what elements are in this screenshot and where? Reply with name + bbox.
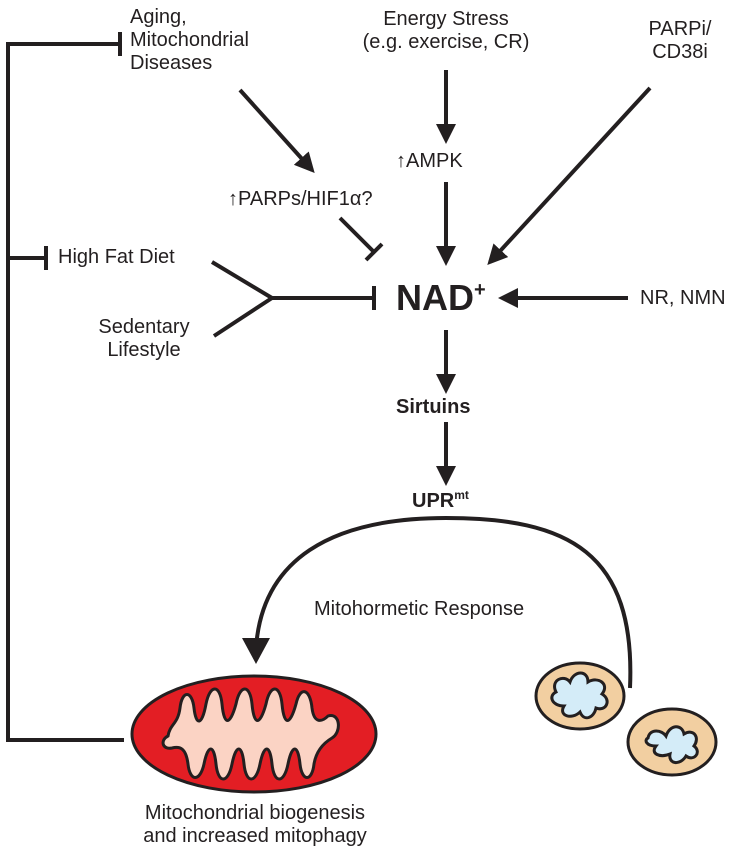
- parps-text: PARPs/HIF1α?: [238, 188, 373, 210]
- nad-label: NAD+: [396, 278, 486, 318]
- lifestyle-fork: [210, 260, 276, 338]
- damaged-mitochondria-icon: [534, 661, 718, 777]
- energy-stress-label: Energy Stress (e.g. exercise, CR): [346, 8, 546, 54]
- parpi-label: PARPi/ CD38i: [640, 18, 720, 64]
- aging-label: Aging, Mitochondrial Diseases: [130, 6, 249, 75]
- sirtuins-label: Sirtuins: [396, 396, 471, 418]
- upr-superscript: mt: [454, 488, 469, 502]
- up-arrow-icon: ↑: [396, 150, 406, 172]
- outcome-label: Mitochondrial biogenesis and increased m…: [100, 802, 410, 848]
- feedback-bracket-line: [6, 42, 124, 742]
- parps-label: ↑PARPs/HIF1α?: [228, 188, 373, 211]
- mitohormetic-response-label: Mitohormetic Response: [314, 598, 525, 620]
- aging-line-1: Aging,: [130, 6, 187, 28]
- mitohormetic-arc: [254, 515, 633, 689]
- nad-superscript: +: [474, 279, 486, 301]
- aging-line-3: Diseases: [130, 52, 213, 74]
- high-fat-diet-label: High Fat Diet: [58, 246, 175, 268]
- outcome-line-2: and increased mitophagy: [143, 825, 367, 847]
- ampk-text: AMPK: [406, 150, 463, 172]
- aging-to-parps-arrow: [238, 88, 315, 173]
- parpi-line-2: CD38i: [652, 41, 708, 63]
- parps-inhibition-bar: [364, 242, 384, 262]
- sedentary-label: Sedentary Lifestyle: [74, 316, 214, 362]
- nr-nmn-label: NR, NMN: [640, 287, 726, 309]
- sedentary-line-1: Sedentary: [98, 316, 190, 338]
- parps-inhibits-nad: [338, 216, 376, 254]
- sedentary-line-2: Lifestyle: [107, 339, 181, 361]
- outcome-line-1: Mitochondrial biogenesis: [144, 802, 366, 824]
- energy-stress-line-1: Energy Stress: [383, 8, 509, 30]
- parpi-line-1: PARPi/: [648, 18, 712, 40]
- ampk-label: ↑AMPK: [396, 150, 463, 173]
- upr-text: UPR: [412, 490, 455, 512]
- aging-line-2: Mitochondrial: [130, 29, 249, 51]
- energy-stress-line-2: (e.g. exercise, CR): [362, 31, 530, 53]
- upr-label: UPRmt: [412, 488, 469, 513]
- mitohormetic-arrowhead: [242, 638, 270, 664]
- healthy-mitochondrion-icon: [130, 674, 378, 794]
- nad-text: NAD: [396, 277, 474, 318]
- parpi-to-nad-arrow: [487, 86, 652, 265]
- up-arrow-icon: ↑: [228, 188, 238, 210]
